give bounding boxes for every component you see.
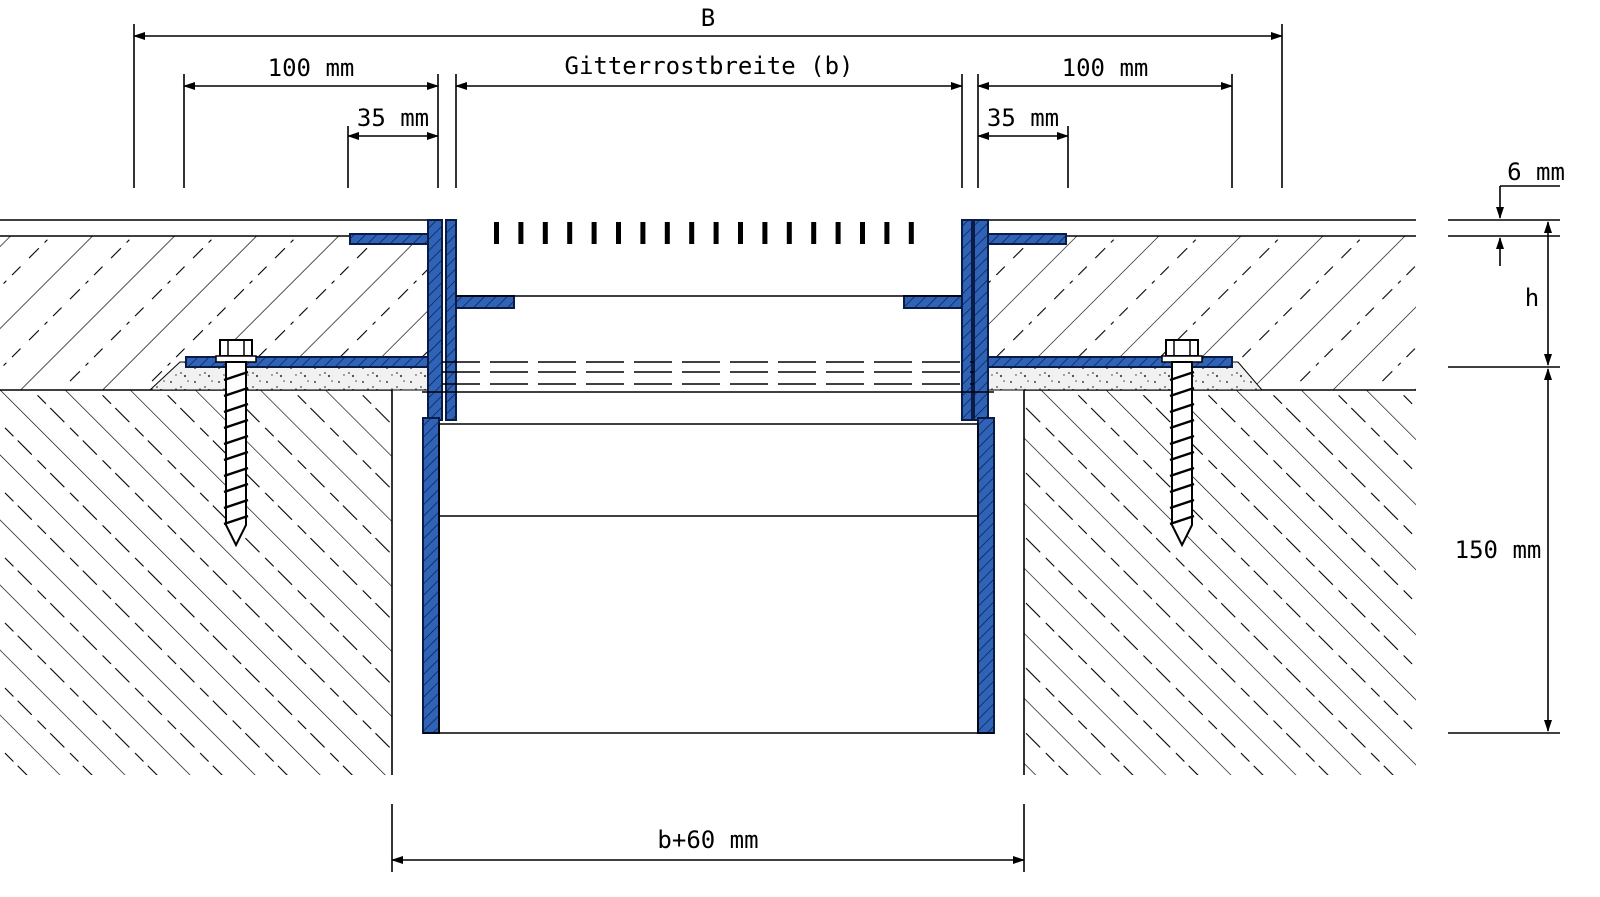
label-height-h: h [1525, 284, 1539, 312]
dimension-flange-right: 35 mm [977, 104, 1069, 188]
grating-bar [786, 222, 792, 244]
label-flange-left: 35 mm [357, 104, 429, 132]
label-recess-width: b+60 mm [657, 826, 758, 854]
label-grate-thickness: 6 mm [1507, 158, 1565, 186]
dimension-height-h: h [1448, 221, 1560, 368]
anchor-screw-left [215, 339, 257, 548]
grating-bar [518, 222, 524, 244]
label-channel-depth: 150 mm [1455, 536, 1542, 564]
dimension-edge-left: 100 mm [183, 54, 439, 188]
drainage-channel [185, 219, 1233, 734]
grating-bar [762, 222, 768, 244]
grating-bar [811, 222, 817, 244]
grating-bar [664, 222, 670, 244]
label-edge-left: 100 mm [268, 54, 355, 82]
grating-bar [616, 222, 621, 244]
dimension-grate-thickness: 6 mm [1448, 158, 1565, 266]
label-edge-right: 100 mm [1062, 54, 1149, 82]
grating-bar [494, 222, 499, 244]
grating-bar [738, 222, 743, 244]
label-total-width: B [701, 4, 715, 32]
grating [494, 222, 914, 244]
grating-bar [713, 222, 719, 244]
label-grate-width: Gitterrostbreite (b) [565, 52, 854, 80]
dimension-channel-depth: 150 mm [1448, 368, 1560, 734]
grating-bar [689, 222, 695, 244]
concrete-slab [0, 390, 1416, 775]
grating-bar [567, 222, 573, 244]
grating-bar [884, 222, 890, 244]
grating-bar [835, 222, 841, 244]
dimension-flange-left: 35 mm [347, 104, 439, 188]
grating-bar [640, 222, 646, 244]
grating-bar [908, 222, 914, 244]
dimension-grate-width: Gitterrostbreite (b) [455, 52, 963, 188]
grating-bar [542, 222, 548, 244]
dimension-recess-width: b+60 mm [391, 804, 1025, 872]
grating-bar [860, 222, 865, 244]
grating-bar [591, 222, 597, 244]
dimension-edge-right: 100 mm [977, 54, 1233, 188]
anchor-screw-right [1161, 339, 1203, 548]
label-flange-right: 35 mm [987, 104, 1059, 132]
dimension-total-width: B [133, 4, 1283, 188]
